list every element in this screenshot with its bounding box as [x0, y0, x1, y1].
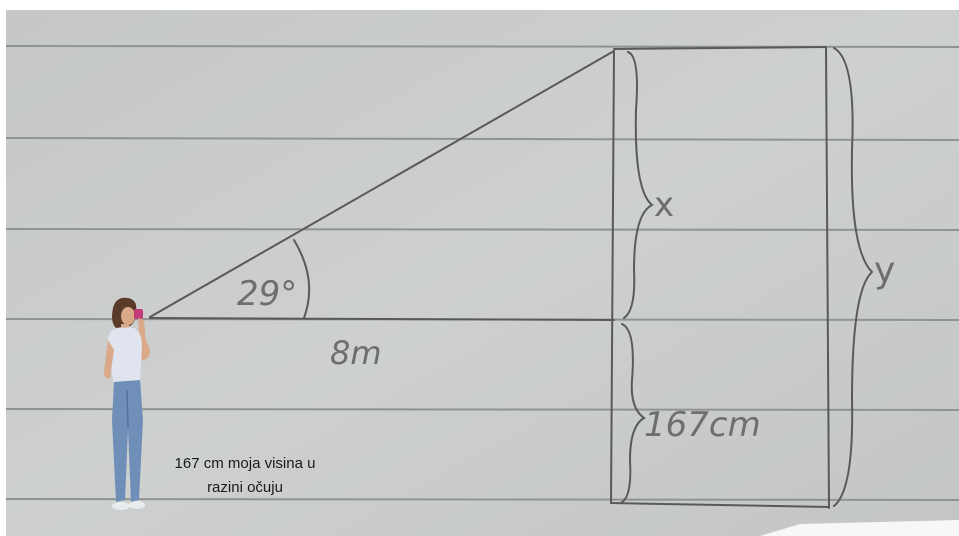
building-bottom-edge	[610, 502, 830, 508]
ruled-line	[5, 137, 959, 141]
person-hanging-arm	[104, 340, 114, 379]
ruled-line	[5, 408, 959, 411]
person-shirt	[107, 327, 142, 384]
building-top-edge	[613, 46, 827, 50]
height-caption: 167 cm moja visina u razini očuju	[150, 452, 340, 500]
person-shoe-left	[112, 502, 130, 510]
upper-segment-label: x	[654, 185, 674, 225]
angle-arc	[293, 239, 311, 319]
person-neck	[121, 324, 129, 330]
paper-sheet	[6, 10, 959, 536]
brace-x	[623, 51, 654, 319]
angle-label: 29°	[237, 274, 297, 314]
building-left-edge	[610, 50, 615, 504]
person-face	[121, 307, 135, 325]
person-shoe-right	[129, 501, 145, 509]
line-of-sight	[149, 50, 615, 318]
paper-corner	[760, 520, 959, 536]
ruled-line	[5, 498, 959, 501]
base-label: 8m	[330, 334, 382, 372]
person-jeans	[112, 380, 143, 502]
caption-line-2: razini očuju	[207, 479, 283, 496]
camera-icon	[134, 309, 143, 319]
person-figure	[104, 297, 150, 510]
ruled-line	[5, 228, 959, 231]
brace-eye-height	[621, 323, 646, 503]
eye-level-line	[149, 317, 615, 321]
building-right-edge	[825, 46, 830, 509]
person-jeans-seam	[126, 389, 129, 429]
eye-height-label: 167cm	[644, 405, 761, 445]
caption-line-1: 167 cm moja visina u	[174, 455, 316, 472]
pencil-drawing	[149, 46, 874, 509]
brace-y	[833, 47, 874, 507]
total-height-label: y	[874, 250, 895, 291]
